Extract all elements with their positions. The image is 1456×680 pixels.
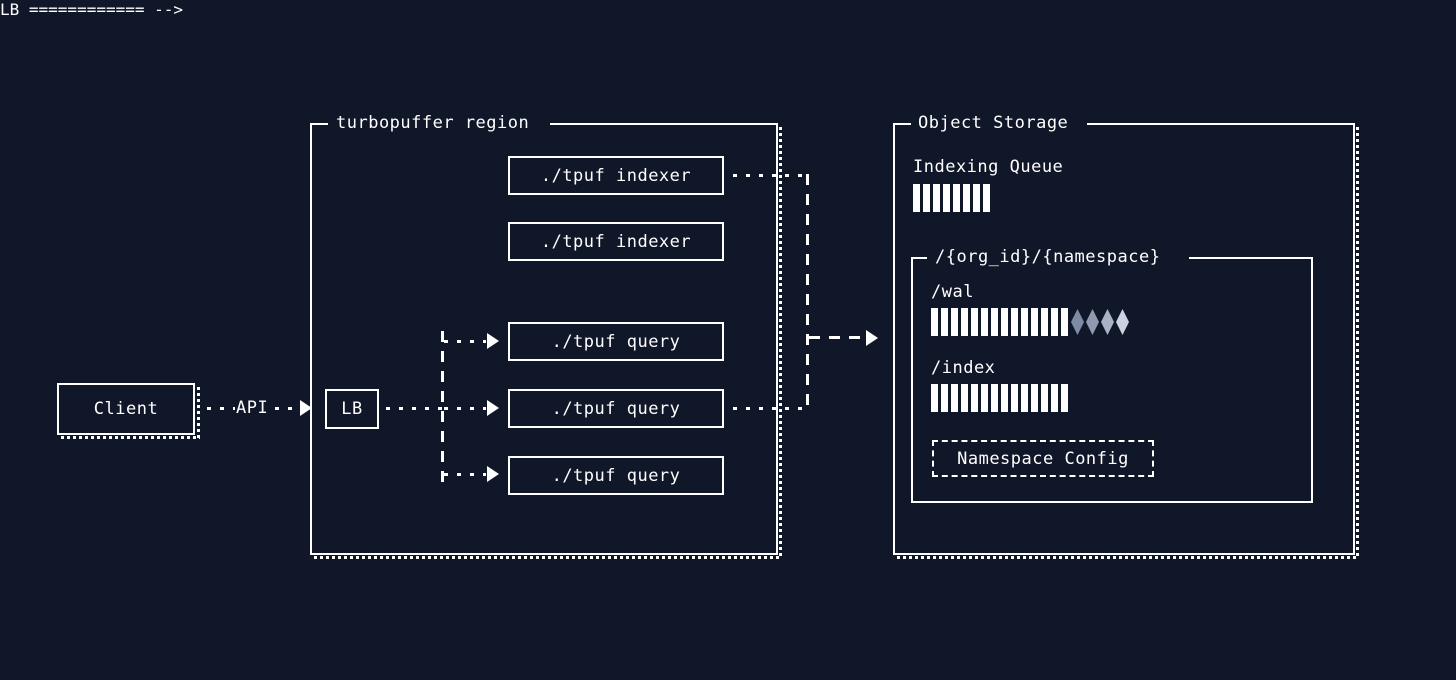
- namespace-config-box[interactable]: Namespace Config: [932, 440, 1154, 477]
- wal-segment: [1001, 308, 1008, 336]
- object-storage-shadow-right: [1356, 127, 1359, 559]
- object-storage-shadow-bottom: [897, 556, 1359, 559]
- wal-segment: [961, 308, 968, 336]
- index-segment: [1001, 384, 1008, 412]
- group-object-storage: [893, 123, 1355, 555]
- node-tpuf-query-1-label: ./tpuf query: [551, 331, 681, 352]
- indexing-queue-segment: [933, 184, 940, 212]
- node-tpuf-indexer-1-label: ./tpuf indexer: [540, 165, 692, 186]
- wal-segment: [1031, 308, 1038, 336]
- edge-collector-to-object-storage: [809, 336, 867, 339]
- node-client-label: Client: [93, 399, 159, 419]
- edge-lb-to-spine: [386, 407, 442, 410]
- indexing-queue-segment: [973, 184, 980, 212]
- wal-segment: [951, 308, 958, 336]
- index-segment: [971, 384, 978, 412]
- edge-api-arrowhead: [300, 400, 312, 416]
- node-tpuf-query-3-label: ./tpuf query: [551, 465, 681, 486]
- region-shadow-right: [779, 127, 782, 559]
- client-shadow-right: [197, 387, 200, 439]
- node-client[interactable]: Client: [57, 383, 195, 435]
- node-tpuf-indexer-2-label: ./tpuf indexer: [540, 231, 692, 252]
- wal-segment: [941, 308, 948, 336]
- group-region-top-right-rule: [550, 123, 778, 125]
- collector-spine: [806, 174, 809, 410]
- node-tpuf-query-2-label: ./tpuf query: [551, 398, 681, 419]
- wal-segment: [971, 308, 978, 336]
- group-object-storage-top-right-rule: [1087, 123, 1355, 125]
- edge-spine-to-query-3: [444, 473, 486, 476]
- edge-query-2-arrowhead: [487, 400, 499, 416]
- wal-label: /wal: [931, 282, 974, 302]
- region-shadow-bottom: [314, 556, 782, 559]
- wal-segment: [931, 308, 938, 336]
- index-segment: [961, 384, 968, 412]
- wal-segment: [981, 308, 988, 336]
- group-object-storage-label: Object Storage: [912, 115, 1075, 132]
- edge-indexer-1-to-collector: [733, 174, 809, 177]
- wal-pending-diamond: [1116, 309, 1129, 335]
- wal-pending-diamond: [1086, 309, 1099, 335]
- index-segment: [1011, 384, 1018, 412]
- edge-client-to-api-dash: [207, 407, 235, 410]
- group-namespace: [911, 257, 1313, 503]
- group-namespace-label: /{org_id}/{namespace}: [929, 249, 1167, 266]
- group-namespace-top-left-rule: [911, 257, 927, 259]
- edge-api-label: API: [236, 398, 269, 418]
- index-segment: [931, 384, 938, 412]
- index-segment: [1061, 384, 1068, 412]
- group-region-label: turbopuffer region: [330, 115, 536, 132]
- edge-object-storage-arrowhead: [866, 330, 878, 346]
- group-turbopuffer-region: [310, 123, 778, 555]
- edge-query-1-arrowhead: [487, 333, 499, 349]
- query-fanout-spine: [441, 331, 444, 483]
- namespace-config-label: Namespace Config: [957, 448, 1129, 469]
- node-lb-label: LB: [341, 399, 363, 419]
- edge-query-3-arrowhead: [487, 466, 499, 482]
- group-namespace-top-right-rule: [1189, 257, 1313, 259]
- indexing-queue-segment: [983, 184, 990, 212]
- wal-segment: [1051, 308, 1058, 336]
- indexing-queue-segment: [913, 184, 920, 212]
- wal-segment: [991, 308, 998, 336]
- indexing-queue-segment: [953, 184, 960, 212]
- client-shadow-bottom: [61, 436, 200, 439]
- index-segment: [981, 384, 988, 412]
- node-tpuf-indexer-2[interactable]: ./tpuf indexer: [508, 222, 724, 261]
- wal-segment: [1021, 308, 1028, 336]
- wal-pending-diamond: [1071, 309, 1084, 335]
- node-tpuf-query-2[interactable]: ./tpuf query: [508, 389, 724, 428]
- wal-segment: [1061, 308, 1068, 336]
- index-segment: [941, 384, 948, 412]
- wal-bar: [931, 308, 1131, 336]
- node-tpuf-query-3[interactable]: ./tpuf query: [508, 456, 724, 495]
- indexing-queue-segment: [943, 184, 950, 212]
- indexing-queue-segment: [963, 184, 970, 212]
- index-segment: [991, 384, 998, 412]
- edge-query-2-to-collector: [733, 407, 809, 410]
- node-tpuf-indexer-1[interactable]: ./tpuf indexer: [508, 156, 724, 195]
- group-object-storage-top-left-rule: [893, 123, 911, 125]
- indexing-queue-bar: [913, 184, 993, 212]
- index-bar: [931, 384, 1071, 412]
- edge-spine-to-query-2: [444, 407, 486, 410]
- index-label: /index: [931, 358, 996, 378]
- indexing-queue-segment: [923, 184, 930, 212]
- wal-segment: [1011, 308, 1018, 336]
- index-segment: [951, 384, 958, 412]
- indexing-queue-label: Indexing Queue: [913, 157, 1064, 177]
- edge-spine-to-query-1: [444, 340, 486, 343]
- wal-pending-diamond: [1101, 309, 1114, 335]
- edge-api-to-lb-dash: [275, 407, 301, 410]
- index-segment: [1031, 384, 1038, 412]
- wal-segment: [1041, 308, 1048, 336]
- group-region-top-left-rule: [310, 123, 328, 125]
- index-segment: [1021, 384, 1028, 412]
- index-segment: [1041, 384, 1048, 412]
- index-segment: [1051, 384, 1058, 412]
- node-lb[interactable]: LB: [325, 389, 379, 429]
- node-tpuf-query-1[interactable]: ./tpuf query: [508, 322, 724, 361]
